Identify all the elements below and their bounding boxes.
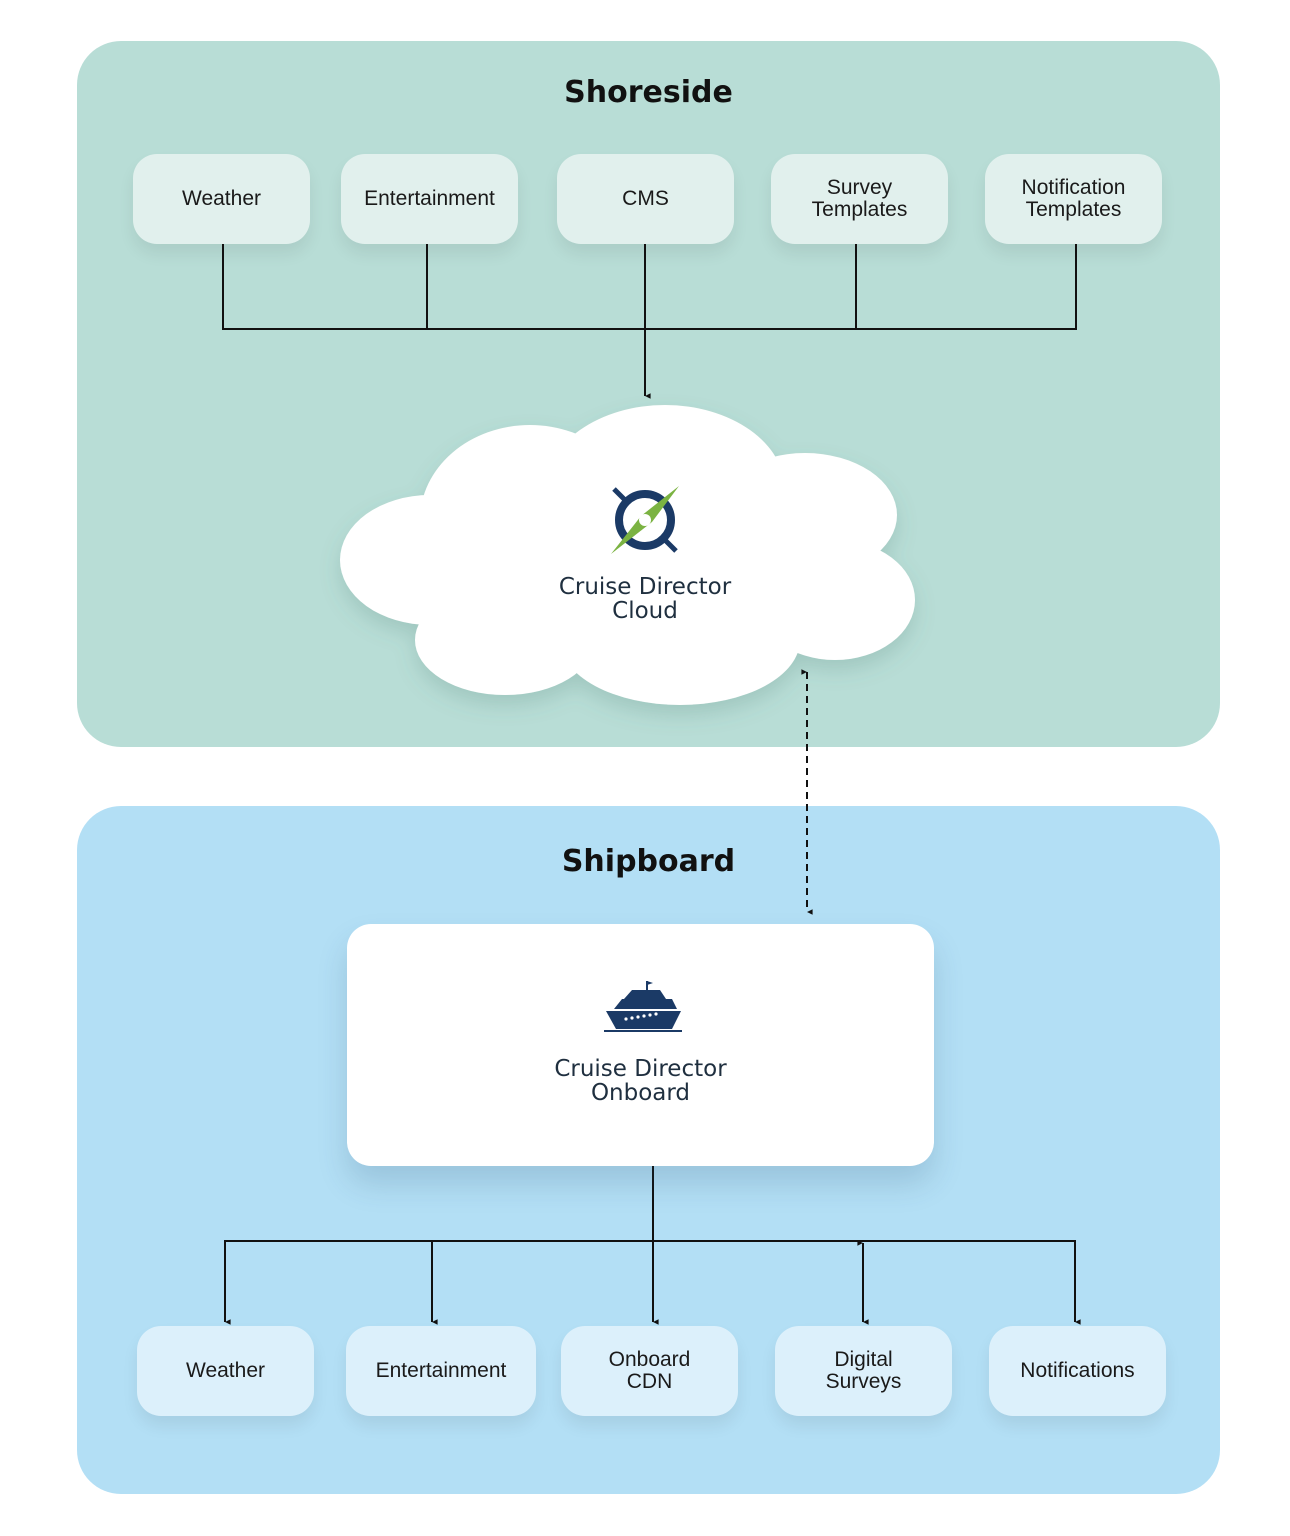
output-digital-surveys: Digital Surveys (775, 1326, 952, 1416)
source-entertainment: Entertainment (341, 154, 518, 244)
output-entertainment: Entertainment (346, 1326, 536, 1416)
output-notifications: Notifications (989, 1326, 1166, 1416)
onboard-hub-card: Cruise Director Onboard (347, 924, 934, 1166)
shoreside-tree-lines (222, 244, 1077, 399)
output-weather: Weather (137, 1326, 314, 1416)
compass-logo-icon (611, 486, 679, 554)
onboard-hub-label: Cruise Director Onboard (554, 1056, 727, 1106)
source-notification-templates: Notification Templates (985, 154, 1162, 244)
cloud-shape (340, 405, 915, 705)
source-weather: Weather (133, 154, 310, 244)
shipboard-tree-lines (224, 1166, 1081, 1325)
cloud-label: Cruise Director Cloud (558, 574, 732, 624)
cruise-ship-icon (604, 981, 682, 1032)
source-survey-templates: Survey Templates (771, 154, 948, 244)
output-onboard-cdn: Onboard CDN (561, 1326, 738, 1416)
shipboard-title: Shipboard (561, 844, 736, 879)
source-cms: CMS (557, 154, 734, 244)
shoreside-title: Shoreside (564, 75, 733, 110)
